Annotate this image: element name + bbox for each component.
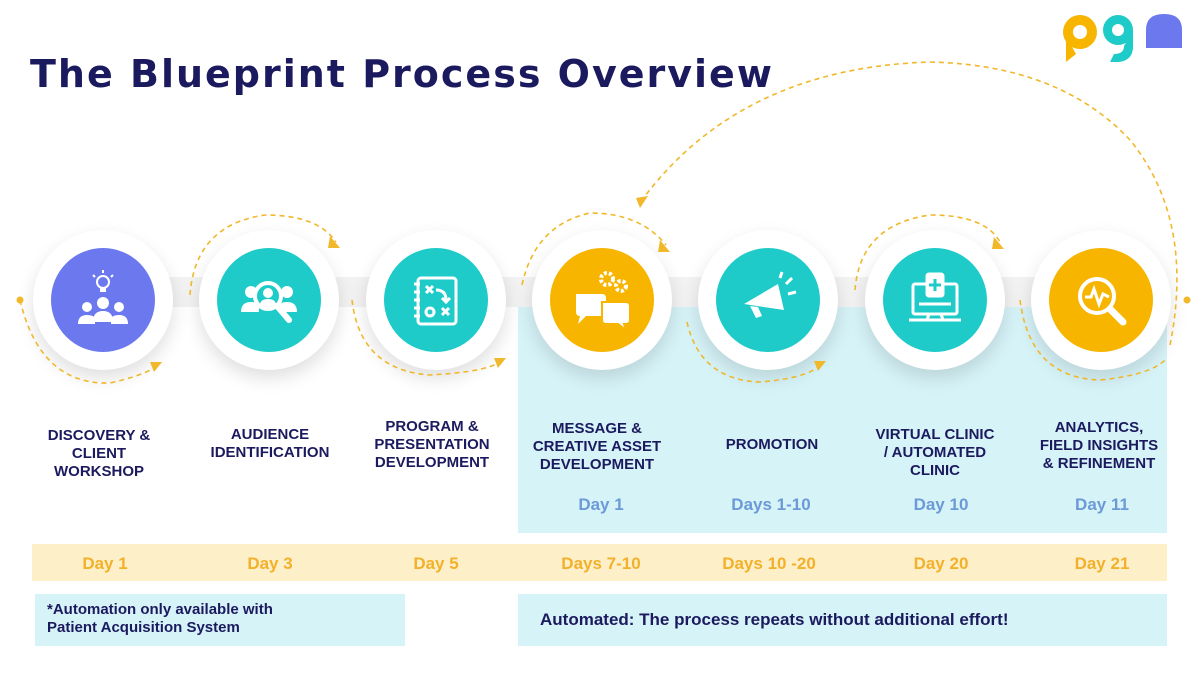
step-7-circle xyxy=(1049,248,1153,352)
step-3-label: PROGRAM & PRESENTATION DEVELOPMENT xyxy=(374,418,490,471)
step-2-circle xyxy=(217,248,321,352)
day-step-5: Days 10 -20 xyxy=(722,554,816,573)
brand-logo xyxy=(1063,14,1182,62)
auto-day-step-6: Day 10 xyxy=(913,495,969,514)
step-4-circle xyxy=(550,248,654,352)
step-3-circle xyxy=(384,248,488,352)
day-step-1: Day 1 xyxy=(82,554,128,573)
step-6-circle xyxy=(883,248,987,352)
auto-day-step-5: Days 1-10 xyxy=(731,495,811,514)
step-6-label: VIRTUAL CLINIC / AUTOMATED CLINIC xyxy=(875,426,995,479)
step-5-label: PROMOTION xyxy=(725,436,819,453)
day-step-6: Day 20 xyxy=(913,554,969,573)
automation-note: Automated: The process repeats without a… xyxy=(518,594,1167,646)
lightbulb-team-icon xyxy=(78,270,128,324)
step-1-circle xyxy=(51,248,155,352)
analytics-magnifier-icon xyxy=(1078,277,1127,326)
chat-gears-icon xyxy=(576,271,631,330)
step-5-circle xyxy=(716,248,820,352)
day-step-4: Days 7-10 xyxy=(561,554,641,573)
step-1-label: DISCOVERY & CLIENT WORKSHOP xyxy=(47,427,151,480)
step-7-label: ANALYTICS, FIELD INSIGHTS & REFINEMENT xyxy=(1039,419,1159,472)
automation-footnote: *Automation only available with Patient … xyxy=(35,594,405,646)
megaphone-icon xyxy=(744,271,797,318)
day-step-2: Day 3 xyxy=(247,554,293,573)
day-step-7: Day 21 xyxy=(1074,554,1130,573)
strategy-board-icon xyxy=(414,276,458,326)
audience-search-icon xyxy=(241,281,297,323)
step-2-label: AUDIENCE IDENTIFICATION xyxy=(210,426,330,461)
timeline-bar xyxy=(32,544,1167,581)
auto-day-step-4: Day 1 xyxy=(578,495,624,514)
day-step-3: Day 5 xyxy=(413,554,459,573)
auto-day-step-7: Day 11 xyxy=(1075,495,1129,514)
step-4-label: MESSAGE & CREATIVE ASSET DEVELOPMENT xyxy=(532,420,662,473)
laptop-medical-icon xyxy=(909,272,961,322)
page-title: The Blueprint Process Overview xyxy=(30,52,774,96)
